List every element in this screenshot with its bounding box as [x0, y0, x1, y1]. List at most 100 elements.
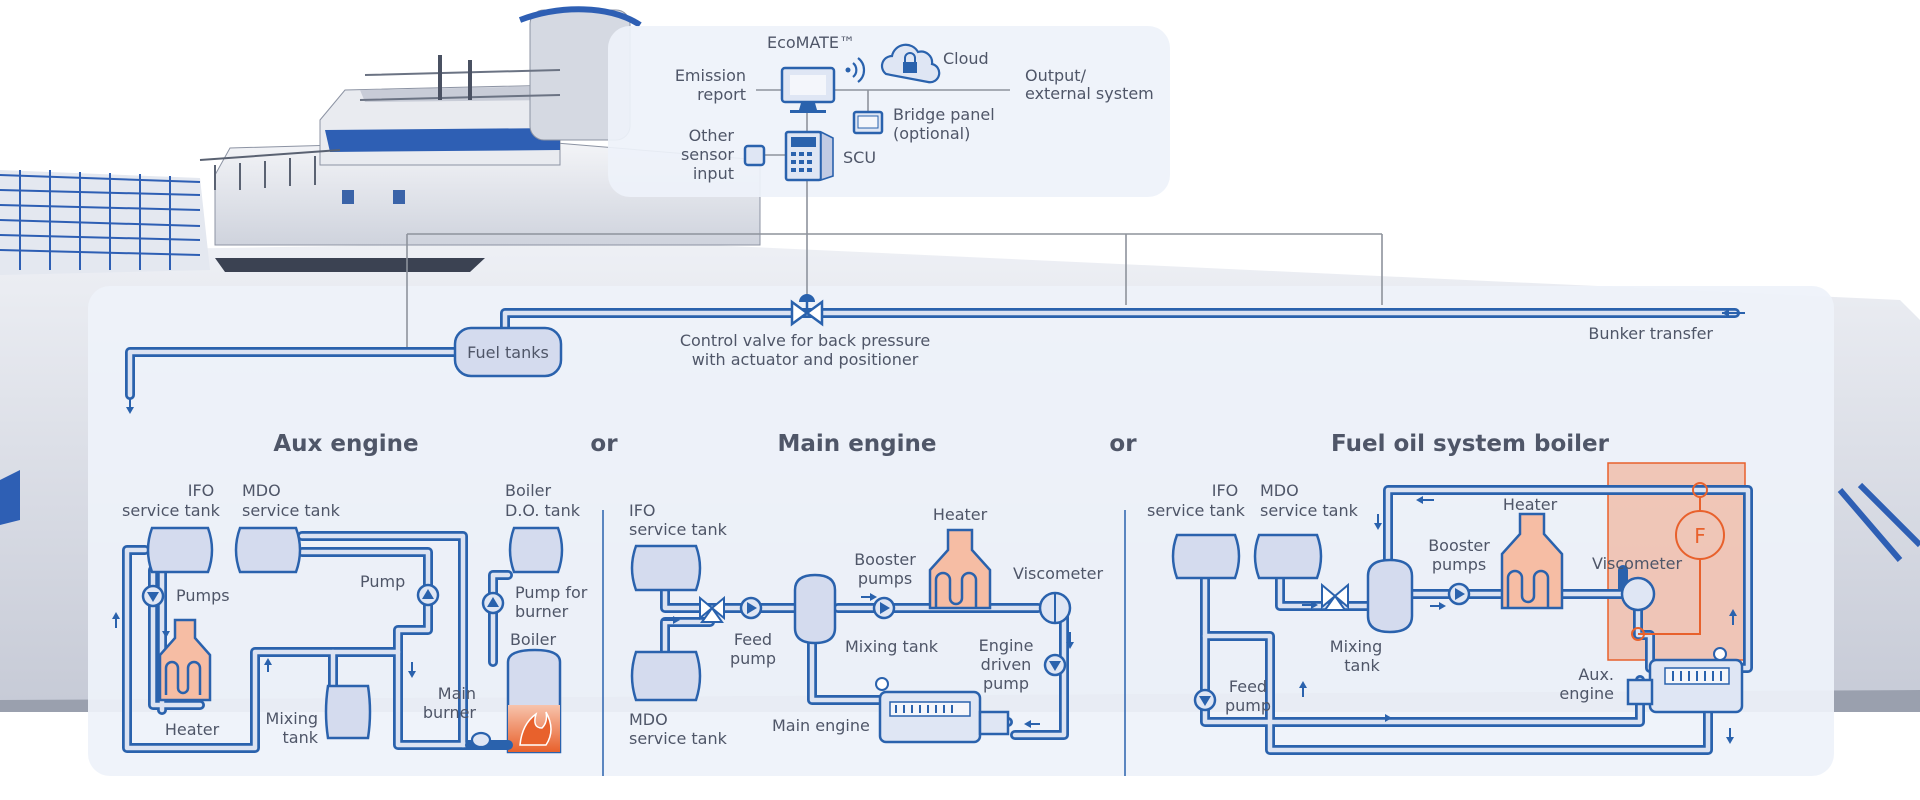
boiler-heater-label: Heater	[1503, 495, 1558, 514]
scu-cabinet-icon	[784, 130, 834, 182]
flow-meter: F	[1631, 482, 1725, 641]
main-booster-label-1: Booster	[854, 550, 916, 569]
main-engine-pump-label-2: driven	[981, 655, 1032, 674]
control-valve-label-1: Control valve for back pressure	[680, 331, 930, 350]
other-sensor-label-3: input	[693, 164, 734, 183]
fuel-tanks-label: Fuel tanks	[467, 343, 549, 362]
aux-mixing-label-2: tank	[283, 728, 319, 747]
aux-ifo-tank	[146, 526, 214, 574]
output-label-2: external system	[1025, 84, 1154, 103]
aux-boiler-do-tank	[508, 526, 564, 574]
boiler-mixing-tank	[1366, 558, 1414, 634]
boiler-aux-engine	[1626, 647, 1744, 714]
aux-heater-label: Heater	[165, 720, 220, 739]
main-feed-label-1: Feed	[734, 630, 772, 649]
boiler-booster-label-2: pumps	[1432, 555, 1486, 574]
network-area: EcoMATE™ Cloud Emission report Output/ e…	[406, 33, 1383, 350]
main-viscometer-label: Viscometer	[1013, 564, 1104, 583]
boiler-mdo-tank	[1253, 533, 1323, 580]
aux-engine-title: Aux engine	[273, 431, 418, 457]
aux-mixing-label-1: Mixing	[266, 709, 318, 728]
aux-mdo-label-2: service tank	[242, 501, 341, 520]
main-ifo-label-1: IFO	[629, 501, 656, 520]
aux-boiler-do-label-1: Boiler	[505, 481, 552, 500]
aux-ifo-label-1: IFO	[188, 481, 215, 500]
boiler-viscometer-label: Viscometer	[1592, 554, 1683, 573]
fuel-tanks	[453, 326, 563, 378]
aux-pump-burner-label-1: Pump for	[515, 583, 588, 602]
other-sensor-label-1: Other	[689, 126, 735, 145]
boiler-feed-label-1: Feed	[1229, 677, 1267, 696]
boiler-system-title: Fuel oil system boiler	[1331, 431, 1610, 457]
aux-engine-subsystem: IFO service tank MDO service tank Boiler…	[112, 481, 588, 754]
cloud-lock-icon	[880, 43, 941, 84]
ecomate-label: EcoMATE™	[767, 33, 855, 52]
main-engine-pump-label-3: pump	[983, 674, 1029, 693]
main-ifo-label-2: service tank	[629, 520, 728, 539]
boiler-flow-arrows	[1299, 496, 1737, 744]
control-valve-icon	[790, 294, 824, 327]
scu-label: SCU	[843, 148, 876, 167]
aux-pump-burner-label-2: burner	[515, 602, 569, 621]
engine-icon	[875, 677, 1010, 744]
aux-burner-label-2: burner	[423, 703, 477, 722]
boiler-feed-label-2: pump	[1225, 696, 1271, 715]
boiler-ifo-tank	[1171, 533, 1241, 580]
boiler-mixing-label-2: tank	[1344, 656, 1380, 675]
boiler-mixing-label-1: Mixing	[1330, 637, 1382, 656]
aux-boiler-do-label-2: D.O. tank	[505, 501, 581, 520]
emission-report-label-2: report	[697, 85, 746, 104]
supply-line: Fuel tanks Control valve for back pressu…	[125, 294, 1745, 414]
main-mixing-label: Mixing tank	[845, 637, 939, 656]
boiler-aux-engine-label-2: engine	[1559, 684, 1614, 703]
aux-pump-label: Pump	[360, 572, 405, 591]
aux-mixing-tank	[324, 684, 372, 740]
main-flow-arrows	[662, 593, 1074, 728]
bunker-transfer-label: Bunker transfer	[1588, 324, 1713, 343]
wifi-icon	[845, 57, 866, 83]
aux-mdo-tank	[234, 526, 302, 574]
monitor-icon	[780, 66, 836, 113]
boiler-aux-engine-label-1: Aux.	[1578, 665, 1614, 684]
main-mdo-label-2: service tank	[629, 729, 728, 748]
main-booster-label-2: pumps	[858, 569, 912, 588]
main-heater-label: Heater	[933, 505, 988, 524]
main-three-way-valve	[699, 595, 725, 623]
main-engine-subsystem: IFO service tank Heater Booster pumps Vi…	[629, 501, 1104, 748]
other-sensor-label-2: sensor	[681, 145, 734, 164]
flame-icon	[519, 711, 552, 746]
main-feed-label-2: pump	[730, 649, 776, 668]
boiler-mdo-label-2: service tank	[1260, 501, 1359, 520]
boiler-mdo-label-1: MDO	[1260, 481, 1299, 500]
aux-pumps	[141, 583, 505, 615]
main-mdo-tank	[630, 650, 702, 702]
main-mixing-tank	[793, 573, 837, 645]
main-heater	[928, 528, 992, 610]
main-mdo-label-1: MDO	[629, 710, 668, 729]
main-pumps	[739, 596, 1067, 677]
aux-main-burner	[465, 731, 513, 750]
aux-ifo-label-2: service tank	[122, 501, 221, 520]
or-label-1: or	[590, 431, 618, 457]
cloud-label: Cloud	[943, 49, 989, 68]
boiler-three-way-valve	[1321, 582, 1349, 611]
sensor-icon	[743, 144, 766, 167]
boiler-booster-label-1: Booster	[1428, 536, 1490, 555]
main-engine-pump-label-1: Engine	[979, 636, 1034, 655]
boiler-pumps	[1193, 582, 1471, 712]
boiler-viscometer	[1620, 576, 1656, 612]
flow-meter-symbol: F	[1694, 524, 1706, 548]
main-engine-label: Main engine	[772, 716, 870, 735]
or-label-2: or	[1109, 431, 1137, 457]
main-engine-title: Main engine	[778, 431, 937, 457]
main-ifo-tank	[630, 544, 702, 592]
aux-pumps-label: Pumps	[176, 586, 230, 605]
aux-heater	[158, 618, 212, 702]
emission-report-label-1: Emission	[675, 66, 746, 85]
bridge-panel-icon	[852, 110, 884, 135]
aux-mdo-label-1: MDO	[242, 481, 281, 500]
control-valve-label-2: with actuator and positioner	[692, 350, 919, 369]
boiler-ifo-label-1: IFO	[1212, 481, 1239, 500]
aux-boiler-label: Boiler	[510, 630, 557, 649]
